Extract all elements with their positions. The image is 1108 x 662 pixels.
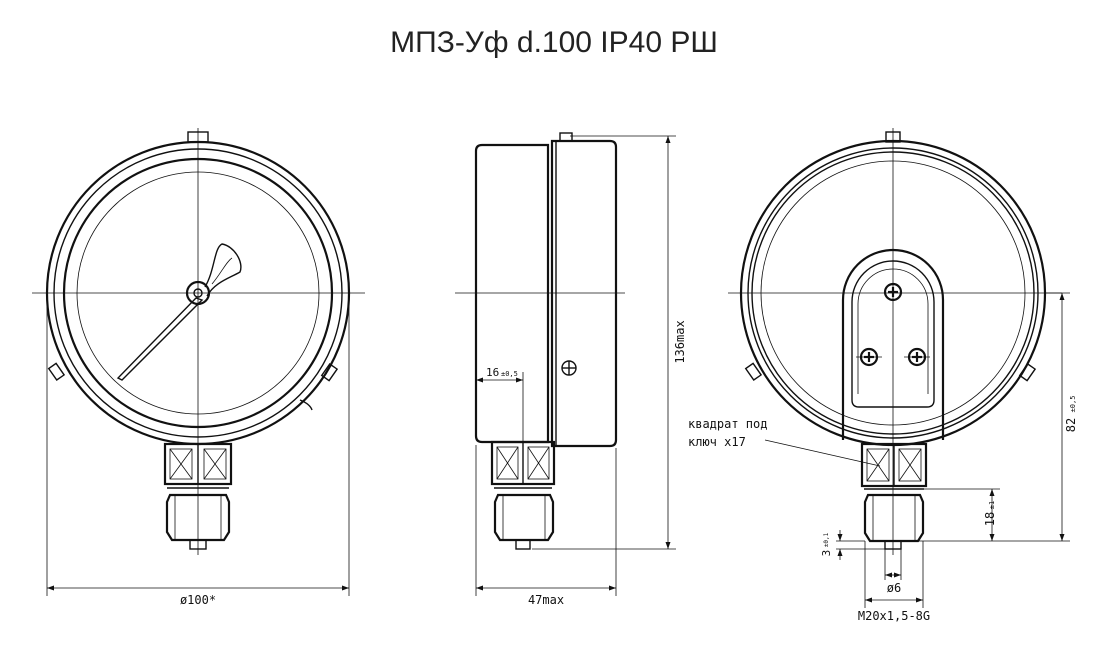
bracket-screw-top <box>883 282 903 302</box>
bracket-screw-left <box>856 347 882 367</box>
gauge-pointer <box>116 243 242 381</box>
wrench-label-line1: квадрат под <box>688 417 767 431</box>
bore-dimension: ø6 <box>887 581 901 595</box>
depth-dimension: 47max <box>528 593 564 607</box>
back-view: квадрат под ключ x17 82 ±0,5 18 ±1 3 ±0,… <box>688 128 1078 623</box>
tip-3-dimension: 3 <box>820 550 833 557</box>
offset-16-dimension: 16 <box>486 366 499 379</box>
center-82-tolerance: ±0,5 <box>1069 396 1077 413</box>
diameter-dimension: ø100* <box>180 593 216 607</box>
thread-length-dimension: 18 <box>983 512 997 526</box>
side-view: 47max 16 ±0,5 136max <box>455 132 687 607</box>
offset-16-tolerance: ±0,5 <box>501 370 518 378</box>
center-82-dimension: 82 <box>1064 418 1078 432</box>
tip-3-tolerance: ±0,1 <box>823 532 830 547</box>
thread-length-tolerance: ±1 <box>988 501 996 509</box>
thread-dimension: M20x1,5-8G <box>858 609 930 623</box>
drawing-title: МПЗ-Уф d.100 IP40 РШ <box>390 26 718 59</box>
height-dimension: 136max <box>673 320 687 363</box>
front-view: ø100* <box>32 128 365 607</box>
bracket-screw-right <box>904 347 930 367</box>
wrench-label-line2: ключ x17 <box>688 435 746 449</box>
